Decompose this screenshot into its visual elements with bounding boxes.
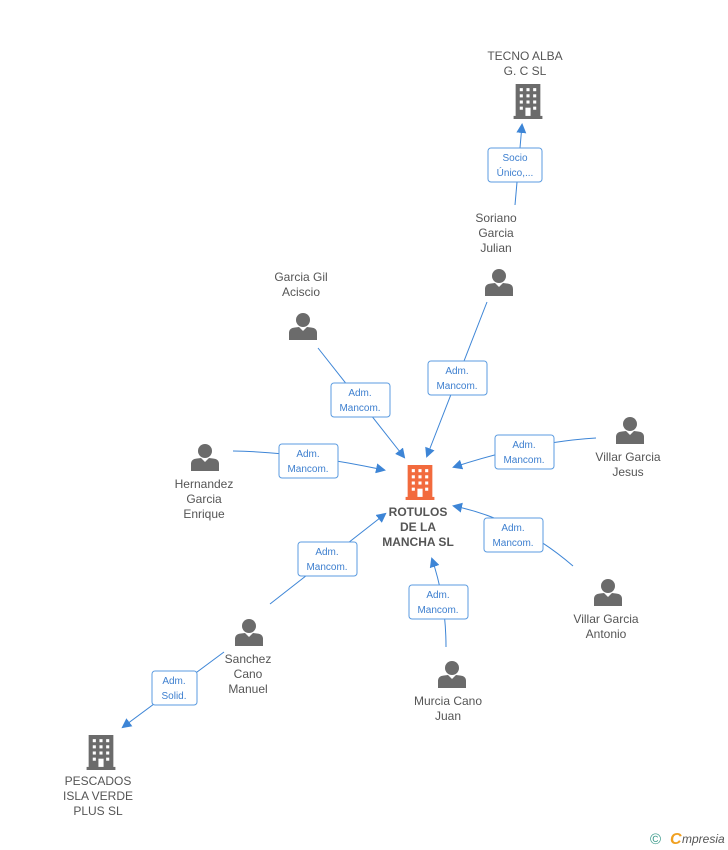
edge-label-line1: Adm. [296,449,319,460]
edge-label-box [408,584,469,620]
node-label-line1: Soriano [475,211,517,225]
node-label-line1: PESCADOS [65,774,132,788]
building-icon [86,735,116,770]
node-label-line2: Antonio [586,627,627,641]
edge-label-line2: Mancom. [436,381,477,392]
node-pescados[interactable]: PESCADOS ISLA VERDE PLUS SL [63,735,133,818]
edge-garcia-gil-main: Adm. Mancom. [317,347,406,459]
node-label-line1: Murcia Cano [414,694,482,708]
node-label-line1: Hernandez [175,477,234,491]
brand-name: mpresia [682,832,725,846]
edge-label-box [297,541,358,577]
node-label-line2: Jesus [612,465,643,479]
edge-label-line2: Mancom. [339,403,380,414]
node-murcia[interactable]: Murcia Cano Juan [414,661,482,723]
edge-label-line2: Mancom. [417,605,458,616]
edge-label-line1: Adm. [445,366,468,377]
node-main-company[interactable]: ROTULOS DE LA MANCHA SL [382,465,454,549]
edge-label-line2: Solid. [161,691,186,702]
edge-sanchez-pescados: Adm. Solid. [121,651,225,729]
edge-label-line1: Adm. [501,523,524,534]
person-icon [485,269,513,296]
edge-soriano-tecno: Socio Único,... [487,123,543,206]
edge-label-line2: Único,... [497,166,534,179]
edge-label-line1: Adm. [426,590,449,601]
building-icon [405,465,435,500]
node-label-line1: Sanchez [225,652,272,666]
node-villar-antonio[interactable]: Villar Garcia Antonio [573,579,639,641]
edge-label-line1: Adm. [315,547,338,558]
node-hernandez[interactable]: Hernandez Garcia Enrique [175,444,234,521]
edge-label-line1: Adm. [348,388,371,399]
edge-label-box [151,670,198,706]
node-soriano[interactable]: Soriano Garcia Julian [475,211,517,296]
node-label-line2: G. C SL [504,64,547,78]
edge-soriano-main: Adm. Mancom. [425,301,488,458]
node-label-line1: Villar Garcia [573,612,638,626]
node-label-line3: Manuel [228,682,267,696]
node-label-line2: Cano [234,667,263,681]
edge-label-line2: Mancom. [492,538,533,549]
edge-sanchez-main: Adm. Mancom. [269,512,387,605]
node-label-line2: Garcia [478,226,514,240]
node-villar-jesus[interactable]: Villar Garcia Jesus [595,417,661,479]
node-label-line3: Julian [480,241,511,255]
edge-label-line2: Mancom. [306,562,347,573]
edge-label-line1: Adm. [162,676,185,687]
node-garcia-gil[interactable]: Garcia Gil Aciscio [274,270,328,340]
node-label-line3: PLUS SL [73,804,123,818]
edge-label-box [278,443,339,479]
edge-label-box [427,360,488,396]
brand-initial: C [670,831,682,848]
node-label-line1: Villar Garcia [595,450,660,464]
edge-label-line2: Mancom. [503,455,544,466]
node-label-line3: Enrique [183,507,225,521]
node-label-line3: MANCHA SL [382,535,454,549]
node-label-line2: Aciscio [282,285,320,299]
person-icon [594,579,622,606]
edge-label-line1: Adm. [512,440,535,451]
building-icon [513,84,543,119]
person-icon [616,417,644,444]
edge-villar-jesus-main: Adm. Mancom. [452,434,597,470]
brand-footer: © C mpresia [650,831,725,848]
node-label-line1: TECNO ALBA [487,49,562,63]
node-tecno-alba[interactable]: TECNO ALBA G. C SL [487,49,563,119]
edge-label-box [483,517,544,553]
person-icon [438,661,466,688]
node-label-line2: Juan [435,709,461,723]
edge-villar-antonio-main: Adm. Mancom. [452,502,574,567]
node-label-line2: DE LA [400,520,436,534]
copyright-icon: © [650,831,661,848]
person-icon [289,313,317,340]
edge-label-box [494,434,555,470]
node-sanchez[interactable]: Sanchez Cano Manuel [225,619,272,696]
node-label-line2: Garcia [186,492,222,506]
edge-label-box [487,147,543,183]
edge-label-box [330,382,391,418]
node-label-line1: Garcia Gil [274,270,327,284]
person-icon [235,619,263,646]
edge-label-line1: Socio [502,153,527,164]
edge-hernandez-main: Adm. Mancom. [232,443,386,479]
person-icon [191,444,219,471]
node-label-line1: ROTULOS [389,505,448,519]
node-label-line2: ISLA VERDE [63,789,133,803]
edge-murcia-main: Adm. Mancom. [408,557,469,648]
edge-label-line2: Mancom. [287,464,328,475]
